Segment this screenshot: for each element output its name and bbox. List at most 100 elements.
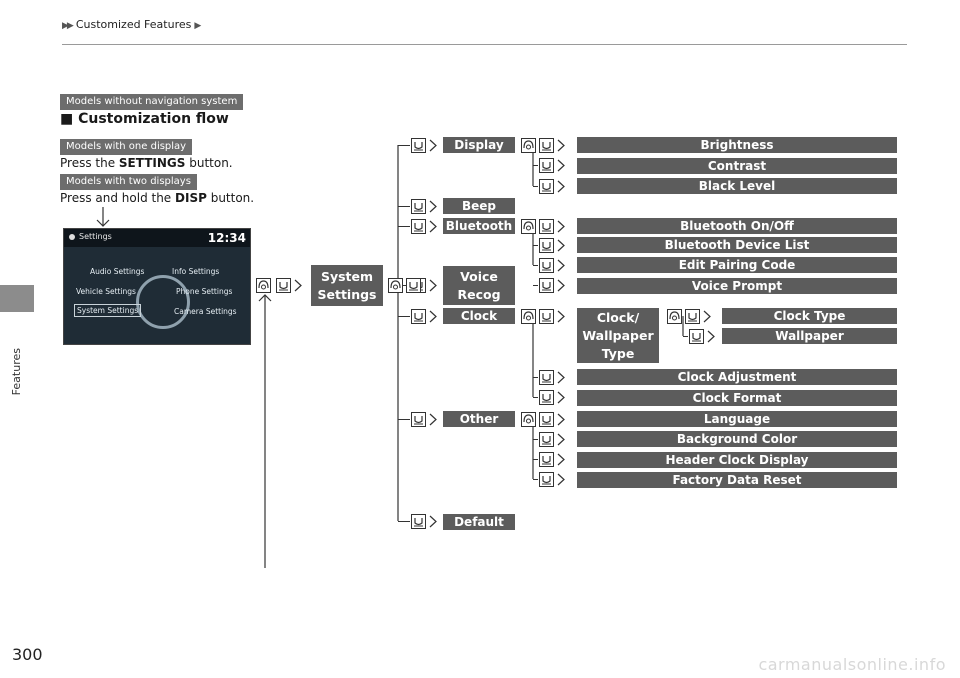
square-bullet-icon: ■	[60, 111, 74, 127]
arrow-right-icon	[429, 310, 437, 323]
screen-item-info: Info Settings	[172, 267, 220, 276]
section-tab	[0, 285, 34, 312]
settings-dot-icon	[69, 234, 75, 240]
press-icon	[411, 219, 426, 234]
press-icon	[539, 309, 554, 324]
voice-prompt-box: Voice Prompt	[577, 278, 897, 294]
connector-line	[683, 336, 688, 337]
rotate-icon	[667, 309, 682, 324]
bt-onoff-box: Bluetooth On/Off	[577, 218, 897, 234]
connector-line	[533, 439, 538, 440]
arrow-right-icon	[429, 279, 437, 292]
arrow-right-icon	[557, 433, 565, 446]
screen-item-phone: Phone Settings	[176, 287, 233, 296]
press-icon	[539, 370, 554, 385]
screen-status-bar	[64, 229, 250, 247]
arrow-right-icon	[429, 139, 437, 152]
press-icon	[539, 138, 554, 153]
page-number: 300	[12, 645, 43, 664]
connector-line	[533, 459, 538, 460]
screen-title: Settings	[79, 232, 112, 241]
press-icon	[539, 219, 554, 234]
tag-one-display: Models with one display	[60, 139, 193, 155]
press-icon	[411, 514, 426, 529]
press-icon	[411, 199, 426, 214]
instruction-settings: Press the SETTINGS button.	[60, 156, 233, 170]
press-icon	[539, 179, 554, 194]
arrow-right-icon	[557, 139, 565, 152]
edit-pairing-box: Edit Pairing Code	[577, 257, 897, 273]
connector-line	[398, 419, 410, 420]
connector-line	[398, 145, 410, 146]
rotate-icon	[388, 278, 403, 293]
triangle-icon: ▶	[194, 21, 201, 31]
press-icon	[539, 412, 554, 427]
connector-line	[533, 186, 538, 187]
connector-line	[533, 165, 538, 166]
press-icon	[406, 278, 421, 293]
press-icon	[539, 432, 554, 447]
screen-item-vehicle: Vehicle Settings	[76, 287, 136, 296]
press-icon	[539, 452, 554, 467]
arrow-right-icon	[429, 220, 437, 233]
breadcrumb: ▶▶Customized Features▶	[62, 18, 201, 31]
tag-no-nav: Models without navigation system	[60, 94, 244, 110]
press-icon	[539, 238, 554, 253]
arrow-right-icon	[707, 330, 715, 343]
language-box: Language	[577, 411, 897, 427]
background-color-box: Background Color	[577, 431, 897, 447]
connector-line	[398, 206, 410, 207]
screen-item-system: System Settings	[74, 304, 142, 317]
press-icon	[411, 309, 426, 324]
press-icon	[276, 278, 291, 293]
arrow-right-icon	[429, 413, 437, 426]
clock-format-box: Clock Format	[577, 390, 897, 406]
arrow-right-icon	[557, 310, 565, 323]
press-icon	[685, 309, 700, 324]
flow-title: ■ Customization flow	[60, 111, 229, 127]
arrow-right-icon	[557, 220, 565, 233]
beep-box: Beep	[443, 198, 515, 214]
instruction-disp: Press and hold the DISP button.	[60, 191, 255, 205]
arrow-right-icon	[557, 371, 565, 384]
connector-line	[533, 245, 538, 246]
header-divider	[62, 44, 907, 45]
other-box: Other	[443, 411, 515, 427]
arrow-right-icon	[557, 473, 565, 486]
bt-device-list-box: Bluetooth Device List	[577, 237, 897, 253]
black-level-box: Black Level	[577, 178, 897, 194]
selector-ring	[136, 275, 190, 329]
screen-clock: 12:34	[207, 231, 246, 245]
arrow-right-icon	[429, 200, 437, 213]
connector-line	[533, 285, 538, 286]
arrow-right-icon	[557, 159, 565, 172]
arrow-right-icon	[557, 391, 565, 404]
connector-line	[398, 521, 410, 522]
wallpaper-box: Wallpaper	[722, 328, 897, 344]
arrow-right-icon	[294, 279, 302, 292]
press-icon	[411, 138, 426, 153]
arrow-right-icon	[557, 259, 565, 272]
screen-item-camera: Camera Settings	[174, 307, 237, 316]
press-icon	[411, 412, 426, 427]
clock-box: Clock	[443, 308, 515, 324]
rotate-icon	[521, 219, 536, 234]
rotate-icon	[521, 138, 536, 153]
rotate-icon	[521, 412, 536, 427]
connector-line	[398, 226, 410, 227]
screen-item-audio: Audio Settings	[90, 267, 145, 276]
rotate-icon	[521, 309, 536, 324]
connector-line	[398, 285, 410, 286]
connector-line	[533, 397, 538, 398]
arrow-right-icon	[557, 239, 565, 252]
display-box: Display	[443, 137, 515, 153]
double-triangle-icon: ▶▶	[62, 21, 74, 31]
press-icon	[689, 329, 704, 344]
arrow-right-icon	[703, 310, 711, 323]
clock-adjustment-box: Clock Adjustment	[577, 369, 897, 385]
rotate-icon	[256, 278, 271, 293]
press-icon	[539, 472, 554, 487]
arrow-right-icon	[557, 413, 565, 426]
